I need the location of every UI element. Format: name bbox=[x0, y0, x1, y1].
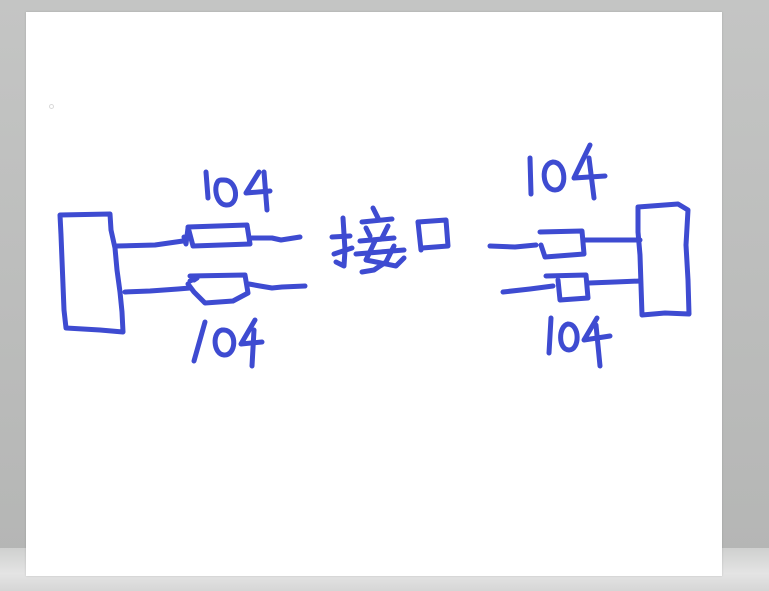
label-104-bottom-right-ink bbox=[546, 315, 613, 369]
right-bottom-capacitor bbox=[500, 272, 643, 303]
left-top-capacitor bbox=[114, 222, 303, 249]
left-device-box bbox=[57, 211, 126, 335]
canvas-marker-dot bbox=[49, 104, 54, 109]
drawing-canvas[interactable] bbox=[26, 12, 722, 576]
label-104-bottom-left-ink bbox=[191, 317, 265, 369]
right-device-box bbox=[635, 201, 692, 318]
right-top-capacitor bbox=[487, 228, 643, 260]
label-jiekou-ink bbox=[329, 205, 451, 275]
label-104-top-left-ink bbox=[203, 169, 273, 213]
label-104-top-right-ink bbox=[527, 142, 608, 201]
left-bottom-capacitor bbox=[122, 272, 308, 306]
